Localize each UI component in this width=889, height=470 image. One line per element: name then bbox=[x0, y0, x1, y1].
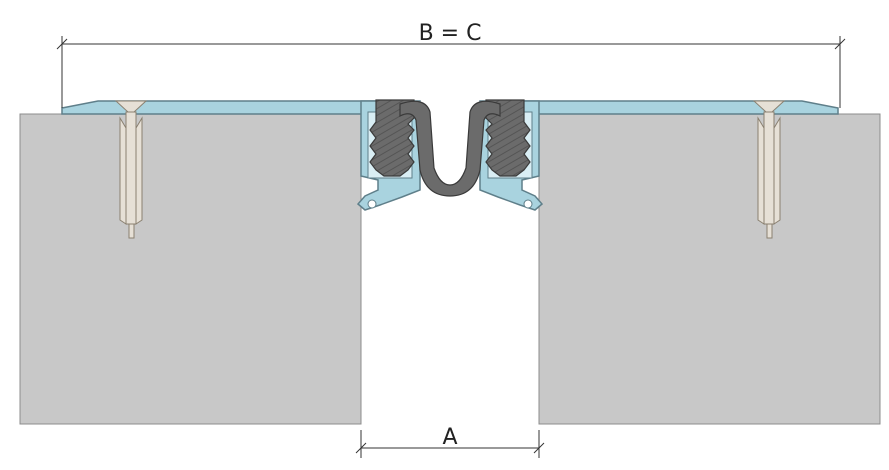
rubber-insert bbox=[369, 99, 531, 197]
right-anchor bbox=[752, 100, 786, 239]
left-anchor bbox=[114, 100, 148, 239]
dimension-gap-label: A bbox=[442, 425, 457, 450]
left-slab bbox=[19, 113, 362, 425]
dimension-overall bbox=[56, 36, 846, 108]
right-slab bbox=[538, 113, 881, 425]
dimension-overall-label: B = C bbox=[419, 21, 482, 46]
dimension-gap bbox=[355, 430, 545, 458]
